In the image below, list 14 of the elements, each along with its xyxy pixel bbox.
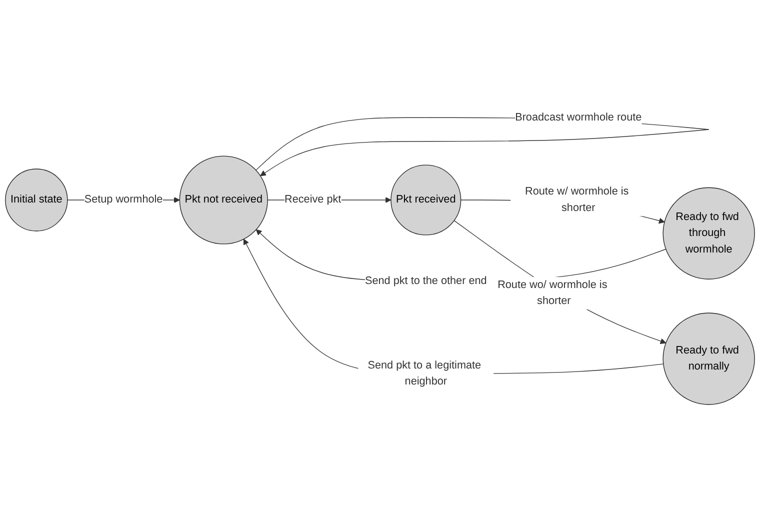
arrow (454, 220, 666, 344)
node-circle: Ready to fwd through wormhole (662, 187, 755, 280)
node-circle: Pkt not received (179, 156, 268, 244)
edge-label: Send pkt to the other end (365, 275, 487, 287)
edge-label: Receive pkt (284, 194, 342, 206)
edge-label: Send pkt to a legitimate neighbor (368, 359, 482, 388)
arrow (243, 238, 664, 374)
node-circle: Initial state (5, 168, 68, 232)
edge-label: Route w/ wormhole is shorter (525, 186, 629, 214)
edge-label: Setup wormhole (84, 194, 163, 206)
edge-label: Route wo/ wormhole is shorter (498, 278, 608, 307)
node-circle: Pkt received (390, 164, 462, 236)
node-circle: Ready to fwd normally (662, 312, 755, 405)
edge-label: Broadcast wormhole route (515, 112, 642, 124)
